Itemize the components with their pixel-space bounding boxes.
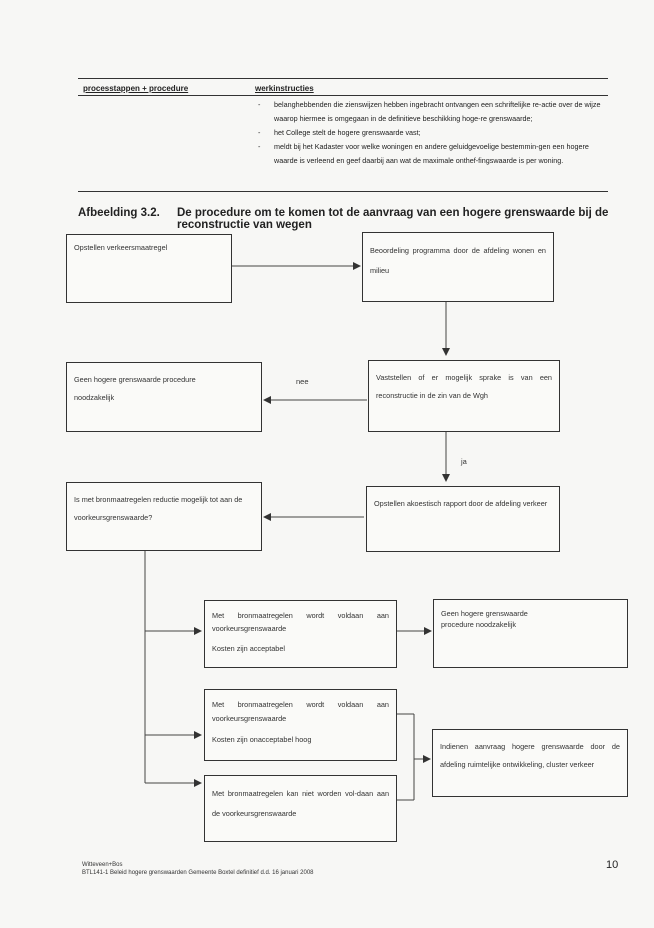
flow-box-text: Indienen aanvraag hogere grenswaarde doo… <box>440 742 620 769</box>
flow-box-reductie-mogelijk: Is met bronmaatregelen reductie mogelijk… <box>66 482 262 551</box>
flow-box-text: Vaststellen of er mogelijk sprake is van… <box>376 373 552 400</box>
table-bottom-rule <box>78 191 608 192</box>
page-number: 10 <box>606 859 619 871</box>
instruction-item: het College stelt de hogere grenswaarde … <box>258 126 610 140</box>
flow-box-beoordeling-programma: Beoordeling programma door de afdeling w… <box>362 232 554 302</box>
flow-box-text: Kosten zijn acceptabel <box>212 644 286 653</box>
table-header-rule <box>78 95 608 96</box>
flow-box-geen-hogere-grenswaarde: Geen hogere grenswaarde procedure noodza… <box>66 362 262 432</box>
flow-box-kosten-onacceptabel: Met bronmaatregelen wordt voldaan aan vo… <box>204 689 397 761</box>
footer-document-reference: BTL141-1 Beleid hogere grenswaarden Geme… <box>82 870 314 876</box>
flow-box-text: Met bronmaatregelen kan niet worden vol-… <box>212 789 389 818</box>
table-column-header-instructions: werkinstructies <box>255 84 314 93</box>
flow-label-ja: ja <box>461 457 467 466</box>
instruction-item: meldt bij het Kadaster voor welke woning… <box>258 140 610 168</box>
table-top-rule <box>78 78 608 79</box>
footer-company: Witteveen+Bos <box>82 862 123 868</box>
flow-box-text: Met bronmaatregelen wordt voldaan aan vo… <box>212 611 389 633</box>
flow-box-text: Is met bronmaatregelen reductie mogelijk… <box>74 495 243 522</box>
flow-box-vaststellen-reconstructie: Vaststellen of er mogelijk sprake is van… <box>368 360 560 432</box>
flow-box-text: Kosten zijn onacceptabel hoog <box>212 735 312 744</box>
flow-box-text: Beoordeling programma door de afdeling w… <box>370 246 546 275</box>
flow-box-text: Opstellen verkeersmaatregel <box>74 243 168 252</box>
flow-box-text: Geen hogere grenswaarde procedure noodza… <box>74 375 196 402</box>
figure-title: De procedure om te komen tot de aanvraag… <box>177 207 609 231</box>
flow-box-kosten-acceptabel: Met bronmaatregelen wordt voldaan aan vo… <box>204 600 397 668</box>
table-column-header-steps: processtappen + procedure <box>83 84 189 93</box>
instruction-list: belanghebbenden die zienswijzen hebben i… <box>258 98 610 168</box>
flow-box-text: Opstellen akoestisch rapport door de afd… <box>374 499 548 508</box>
flow-box-indienen-aanvraag: Indienen aanvraag hogere grenswaarde doo… <box>432 729 628 797</box>
flow-box-text: Met bronmaatregelen wordt voldaan aan vo… <box>212 700 389 723</box>
flow-label-nee: nee <box>296 377 309 386</box>
flow-box-text: Geen hogere grenswaarde procedure noodza… <box>441 609 528 629</box>
flow-box-geen-hogere-grenswaarde-2: Geen hogere grenswaarde procedure noodza… <box>433 599 628 668</box>
instruction-item: belanghebbenden die zienswijzen hebben i… <box>258 98 610 126</box>
flow-box-akoestisch-rapport: Opstellen akoestisch rapport door de afd… <box>366 486 560 552</box>
figure-label: Afbeelding 3.2. <box>78 207 160 219</box>
flow-box-niet-voldaan: Met bronmaatregelen kan niet worden vol-… <box>204 775 397 842</box>
flow-box-opstellen-verkeersmaatregel: Opstellen verkeersmaatregel <box>66 234 232 303</box>
